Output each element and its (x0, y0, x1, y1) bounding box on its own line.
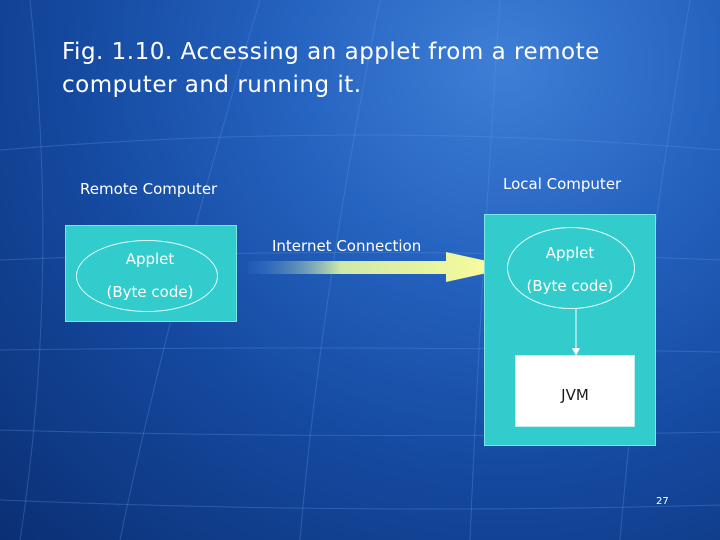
jvm-label: JVM (561, 386, 589, 404)
remote-computer-label: Remote Computer (80, 180, 218, 198)
slide-title: Fig. 1.10. Accessing an applet from a re… (62, 39, 600, 98)
local-applet-label: Applet (545, 244, 595, 262)
local-computer-label: Local Computer (503, 175, 622, 193)
remote-computer-box: Applet (Byte code) (65, 225, 237, 322)
internet-connection-label: Internet Connection (272, 237, 422, 255)
local-bytecode-label: (Byte code) (526, 277, 614, 295)
applet-to-jvm-arrow (572, 308, 580, 356)
jvm-box: JVM (515, 355, 635, 427)
remote-bytecode-label: (Byte code) (106, 283, 194, 301)
local-applet-oval (507, 227, 635, 309)
local-computer-box: Applet (Byte code) JVM (484, 214, 656, 446)
internet-connection-arrow (248, 252, 514, 282)
remote-applet-label: Applet (125, 250, 175, 268)
page-number: 27 (656, 496, 669, 507)
remote-applet-oval (76, 240, 218, 312)
